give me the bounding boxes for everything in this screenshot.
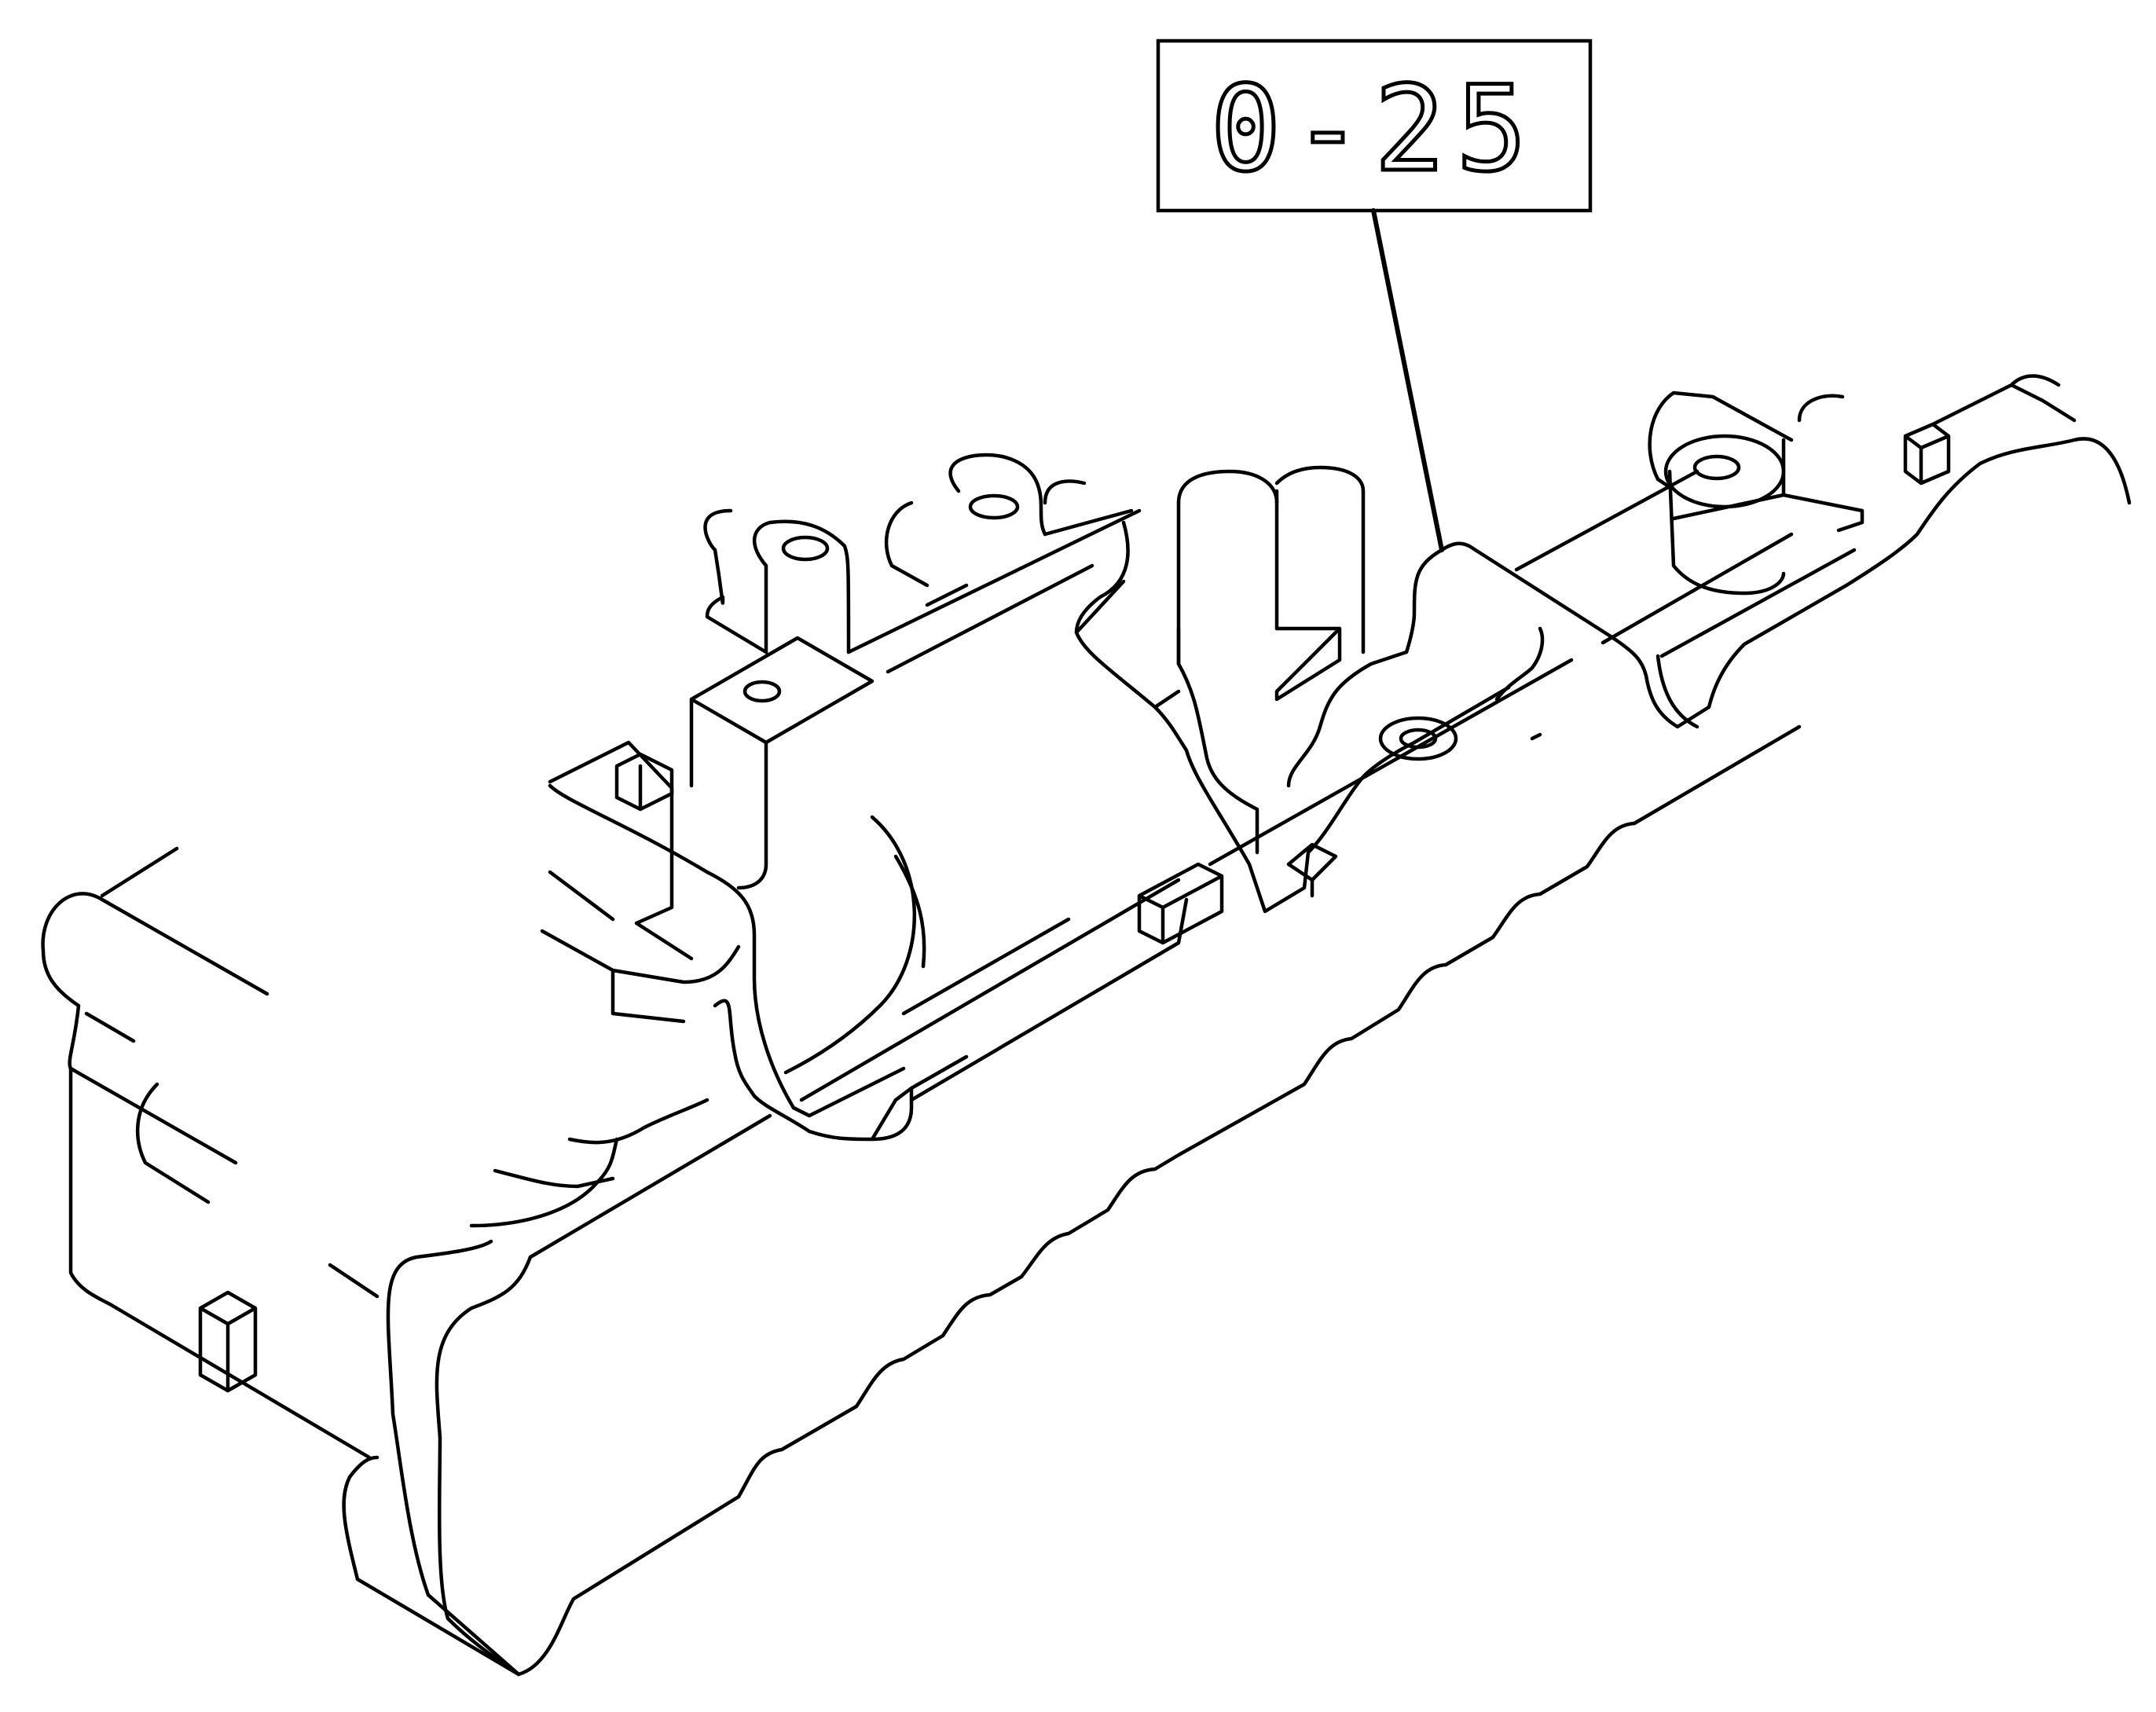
runner-curve-6 [909,897,1189,1102]
right-boss-hole [1692,454,1741,481]
upper-rail-left [548,740,694,961]
upper-spine [846,508,1142,674]
manifold-bottom-edge [516,724,1802,1677]
right-boss-flange [1671,438,1864,533]
manifold-front-top-edge [528,532,1794,1259]
runner-lower-curve [493,1098,710,1189]
center-section-body [1074,520,1511,914]
center-pillar-right [1274,489,1366,654]
center-boss-ring [1378,716,1458,761]
boss-3-outline [1043,479,1134,537]
boss-1-base [703,508,768,654]
boss-2-base [884,500,930,588]
manifold-left-end [434,1255,533,1677]
boss-1-outline [752,519,851,654]
runner-curve-4 [783,815,916,1075]
left-bracket-tab [614,752,674,812]
right-rail-lower [1286,548,1444,788]
runner-curve-3 [713,999,969,1142]
runner-curve-1 [548,783,812,1118]
leader-line [1371,208,1444,552]
port-block-left [689,636,874,890]
center-pillar-top [1176,465,1366,505]
right-boss-base [1648,390,1794,489]
runner-curve-2 [540,870,741,1024]
intake-manifold [41,374,2132,1677]
center-pillar-left [1176,500,1260,855]
left-flange-mid [68,1011,238,1204]
manifold-end-cap [342,1455,521,1677]
right-rail-top [1439,437,2132,729]
runner-lower-curve-2 [469,1137,619,1228]
center-pillar-neck [1274,626,1342,702]
center-small-block [1137,862,1224,945]
left-flange-lower [328,1263,380,1299]
center-boss-hole [1399,728,1438,750]
center-section-skirt [1074,579,1181,709]
front-small-tab [1286,842,1338,898]
boss-2-hole [968,493,1020,520]
boss-2-outline [948,453,1047,537]
boss-1-hole [781,535,830,562]
right-long-line [1514,469,1857,729]
front-connector-strip [791,1066,914,1142]
right-boss-knob [1797,394,1845,423]
right-boss-top [1663,434,1786,509]
runner-curve-5 [893,854,1071,1016]
callout-label: 0-25 [1210,61,1538,198]
right-boss-outline [1667,469,1786,596]
callout-box [1156,38,1593,213]
left-port-hole [742,680,782,703]
callout[interactable]: 0-25 [1156,38,1593,213]
manifold-left-inner-end [386,1239,521,1677]
right-end-wall [1930,374,2077,427]
left-flange-block [41,892,372,1460]
left-flange-top [100,846,270,996]
right-rail-mid [1494,626,1545,741]
left-small-boss [198,1290,258,1393]
right-small-block [1903,422,1951,486]
